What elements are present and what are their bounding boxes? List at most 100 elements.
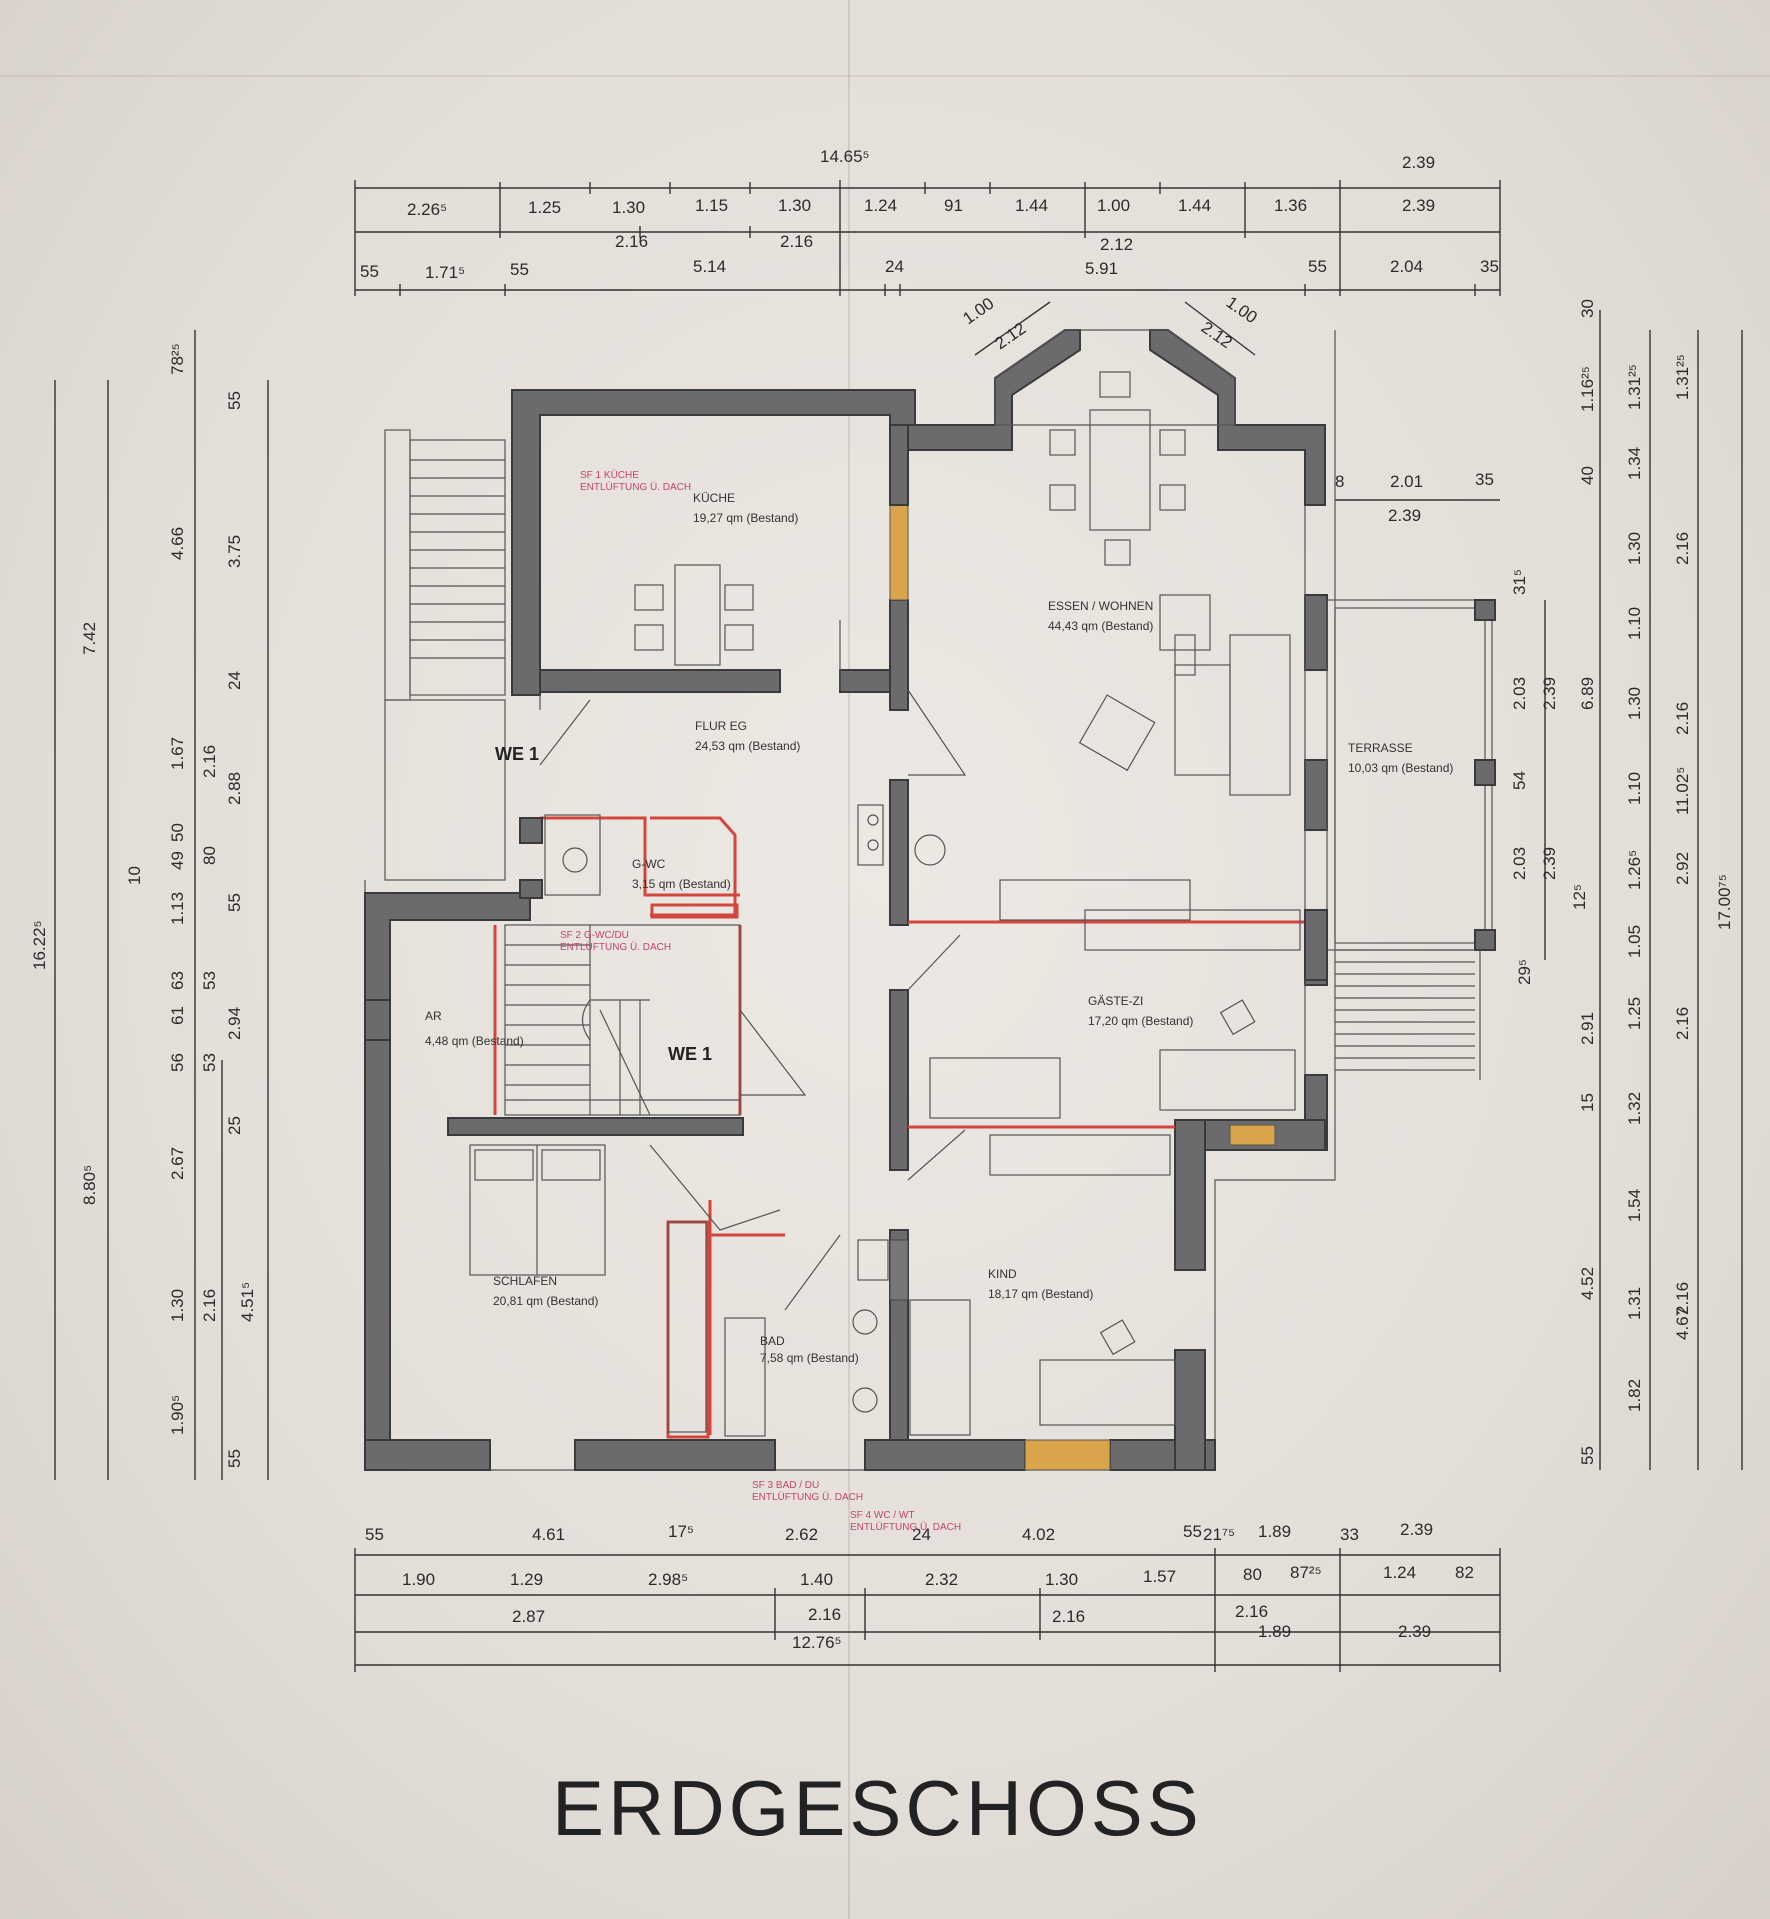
dim-label: 24 xyxy=(885,257,904,276)
dim-label: 2.16 xyxy=(200,1289,219,1322)
dim-label: 2.16 xyxy=(1673,1282,1692,1315)
dim-label: 2.03 xyxy=(1510,847,1529,880)
room-terrasse-name: TERRASSE xyxy=(1348,741,1413,755)
dim-label: 16.22⁵ xyxy=(30,920,49,970)
dim-label: 55 xyxy=(1183,1522,1202,1541)
dim-label: 1.31²⁵ xyxy=(1625,364,1644,410)
room-essen-name: ESSEN / WOHNEN xyxy=(1048,599,1153,613)
dim-label: 2.32 xyxy=(925,1570,958,1589)
dim-label: 2.16 xyxy=(1052,1607,1085,1626)
dim-label: 1.24 xyxy=(1383,1563,1416,1582)
dim-label: 49 xyxy=(168,851,187,870)
dim-label: 1.13 xyxy=(168,892,187,925)
dim-label: 24 xyxy=(225,671,244,690)
terrace-dimensions: 8 2.01 35 2.39 31⁵ 2.03 2.39 54 2.03 2.3… xyxy=(1335,470,1589,985)
dim-label: 1.30 xyxy=(168,1289,187,1322)
dim-label: 78²⁵ xyxy=(168,343,187,375)
dim-label: 55 xyxy=(225,893,244,912)
dim-label: 2.01 xyxy=(1390,472,1423,491)
dim-label: 55 xyxy=(1308,257,1327,276)
dim-label: 55 xyxy=(225,1449,244,1468)
dim-label: 2.87 xyxy=(512,1607,545,1626)
dim-label: 40 xyxy=(1578,466,1597,485)
dim-label: 2.16 xyxy=(200,745,219,778)
dim-label: 80 xyxy=(1243,1565,1262,1584)
room-flur-name: FLUR EG xyxy=(695,719,747,733)
dim-label: 1.30 xyxy=(1045,1570,1078,1589)
dim-label: 2.39 xyxy=(1398,1622,1431,1641)
dim-label: 2.92 xyxy=(1673,852,1692,885)
room-flur-area: 24,53 qm (Bestand) xyxy=(695,739,800,753)
dim-label: 1.25 xyxy=(528,198,561,217)
room-terrasse-area: 10,03 qm (Bestand) xyxy=(1348,761,1453,775)
room-gwc-area: 3,15 qm (Bestand) xyxy=(632,877,731,891)
bay-dimensions: 1.00 2.12 1.00 2.12 xyxy=(959,293,1261,356)
dim-label: 1.36 xyxy=(1274,196,1307,215)
dim-label: 55 xyxy=(360,262,379,281)
dim-label: 29⁵ xyxy=(1515,959,1534,985)
room-kueche-name: KÜCHE xyxy=(693,491,735,505)
dim-label: 2.16 xyxy=(1673,532,1692,565)
room-gwc-name: G-WC xyxy=(632,857,666,871)
dim-label: 17.00⁷⁵ xyxy=(1715,874,1734,930)
dim-label: 12.76⁵ xyxy=(792,1633,842,1652)
paper-fold-horizontal xyxy=(0,75,1770,77)
note-sf4-title: SF 4 WC / WT xyxy=(850,1510,914,1521)
dim-label: 63 xyxy=(168,971,187,990)
room-essen-area: 44,43 qm (Bestand) xyxy=(1048,619,1153,633)
dim-label: 1.82 xyxy=(1625,1379,1644,1412)
kitchen-walls xyxy=(511,389,916,711)
room-bad-name: BAD xyxy=(760,1334,785,1348)
dim-label: 55 xyxy=(365,1525,384,1544)
door-swings xyxy=(539,620,967,1311)
dim-label: 4.51⁵ xyxy=(238,1282,257,1322)
unit-label-we1-lower: WE 1 xyxy=(668,1044,712,1064)
dim-label: 55 xyxy=(1578,1446,1597,1465)
dim-label: 4.02 xyxy=(1022,1525,1055,1544)
dim-label: 50 xyxy=(168,823,187,842)
room-kueche-area: 19,27 qm (Bestand) xyxy=(693,511,798,525)
dim-label: 1.00 xyxy=(1223,293,1261,328)
room-ar-name: AR xyxy=(425,1009,442,1023)
dim-label: 2.91 xyxy=(1578,1012,1597,1045)
dim-label: 15 xyxy=(1578,1093,1597,1112)
dim-label: 2.62 xyxy=(785,1525,818,1544)
dim-label: 1.90 xyxy=(402,1570,435,1589)
bottom-dimensions: 55 4.61 17⁵ 2.62 24 4.02 55 21⁷⁵ 1.89 33… xyxy=(354,1520,1501,1672)
dim-label: 8 xyxy=(1335,472,1344,491)
note-sf2-title: SF 2 G-WC/DU xyxy=(560,930,629,941)
dim-label: 2.98⁵ xyxy=(648,1570,688,1589)
dim-label: 11.02⁵ xyxy=(1673,767,1692,815)
dim-label: 4.67 xyxy=(1673,1307,1692,1340)
dim-label: 1.30 xyxy=(1625,687,1644,720)
dim-label: 1.05 xyxy=(1625,925,1644,958)
dim-label: 2.16 xyxy=(1673,702,1692,735)
dim-label: 1.44 xyxy=(1178,196,1211,215)
outdoor-stairs-left xyxy=(384,429,506,881)
dim-label: 10 xyxy=(125,866,144,885)
room-kind-area: 18,17 qm (Bestand) xyxy=(988,1287,1093,1301)
dim-label: 54 xyxy=(1510,771,1529,790)
note-sf3-title: SF 3 BAD / DU xyxy=(752,1480,819,1491)
dim-label: 2.94 xyxy=(225,1007,244,1040)
dim-label: 2.88 xyxy=(225,772,244,805)
unit-label-we1-upper: WE 1 xyxy=(495,744,539,764)
left-dimensions: 16.22⁵ 7.42 10 8.80⁵ 78²⁵ 4.66 1.67 50 4… xyxy=(30,330,269,1480)
dim-label: 1.29 xyxy=(510,1570,543,1589)
note-sf1-title: SF 1 KÜCHE xyxy=(580,469,639,481)
dim-label: 1.26⁵ xyxy=(1625,850,1644,890)
dim-label: 6.89 xyxy=(1578,677,1597,710)
dim-label: 4.61 xyxy=(532,1525,565,1544)
dim-label: 1.54 xyxy=(1625,1189,1644,1222)
dim-label: 24 xyxy=(912,1525,931,1544)
dim-label: 1.89 xyxy=(1258,1522,1291,1541)
building xyxy=(364,329,1496,1471)
dim-label: 1.15 xyxy=(695,196,728,215)
note-sf3-text: ENTLÜFTUNG Ü. DACH xyxy=(752,1491,863,1503)
dim-label: 2.04 xyxy=(1390,257,1423,276)
room-bad-area: 7,58 qm (Bestand) xyxy=(760,1351,859,1365)
dim-label: 1.30 xyxy=(778,196,811,215)
dim-label: 1.34 xyxy=(1625,447,1644,480)
dim-label: 55 xyxy=(225,391,244,410)
